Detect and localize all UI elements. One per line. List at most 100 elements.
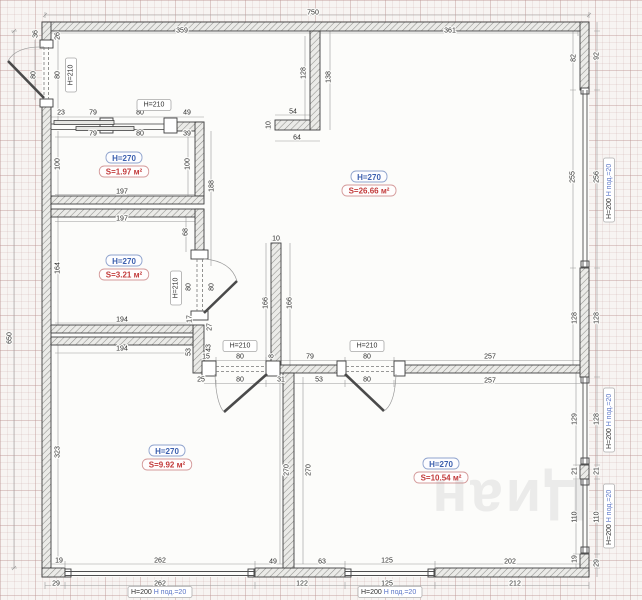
- door-entry-leaf: [7, 60, 45, 99]
- dim-label: 39: [183, 131, 191, 138]
- dim-label: 15: [202, 354, 210, 361]
- window-height-label: H=200 H под.=20: [606, 490, 613, 545]
- dim-label: 166: [263, 297, 270, 309]
- dim-label: 19: [572, 555, 579, 563]
- dim-label: 92: [594, 52, 601, 60]
- window-bottom-1: [65, 571, 255, 576]
- dim-label: 53: [186, 348, 193, 356]
- dim-label: 63: [318, 559, 326, 566]
- room-height-label: H=270: [429, 460, 453, 469]
- dim-label: 10: [266, 121, 273, 129]
- wall-sep-upper: [50, 324, 194, 334]
- dim-label: 53: [315, 377, 323, 384]
- dim-label: 100: [185, 158, 192, 170]
- dim-label: 8: [269, 354, 276, 358]
- door-entry-opening: [43, 47, 49, 99]
- wall-sep-lower: [50, 336, 194, 346]
- dim-label: 80: [186, 283, 193, 291]
- wall-stub: [270, 242, 282, 366]
- door-992-opening: [216, 366, 266, 372]
- door-height-box: [222, 340, 258, 352]
- dim-label: 64: [293, 135, 301, 142]
- dimension-lines: [11, 12, 600, 589]
- dim-label: 21: [594, 467, 601, 475]
- door-height-label: H=210: [68, 64, 75, 85]
- dim-label: 100: [55, 158, 62, 170]
- door-321-arc: [203, 258, 238, 282]
- dim-label: 21: [572, 467, 579, 475]
- door-992-leaf: [223, 373, 268, 413]
- dim-label: 194: [116, 317, 128, 324]
- dim-label: 80: [136, 131, 144, 138]
- room-area-label: S=9.92 м²: [149, 461, 186, 470]
- dim-label: 49: [269, 559, 277, 566]
- door-height-box: [349, 340, 385, 352]
- dim-label: 323: [55, 446, 62, 458]
- wall-band-right: [401, 364, 581, 374]
- door-height-label: H=210: [144, 102, 165, 109]
- door-992-arc: [214, 373, 225, 413]
- dim-label: 128: [301, 67, 308, 79]
- window-height-label: H=200 H под.=20: [606, 164, 613, 219]
- wall-L-vert: [309, 30, 321, 131]
- dim-label: 750: [307, 10, 319, 17]
- dim-label: 262: [154, 581, 166, 588]
- dim-label: 80: [55, 71, 62, 79]
- dim-label: 125: [381, 581, 393, 588]
- dim-label: 188: [209, 180, 216, 192]
- dim-label: 29: [594, 559, 601, 567]
- dim-label: 197: [116, 216, 128, 223]
- dim-label: 650: [7, 332, 14, 344]
- dim-label: 359: [176, 28, 188, 35]
- dim-label: 10: [272, 236, 280, 243]
- room-area-label: S=26.66 м²: [349, 187, 390, 196]
- room-area-label: S=1.97 м²: [106, 168, 143, 177]
- door-height-label: H=210: [173, 277, 180, 298]
- wall-r197-right: [194, 121, 205, 197]
- window-height-label: H=200 H под.=20: [606, 394, 613, 449]
- dim-label: 256: [594, 171, 601, 183]
- room-area-box: [98, 165, 150, 178]
- wall-r197-bottom: [50, 195, 205, 205]
- room-height-box: [105, 151, 143, 164]
- room-height-label: H=270: [112, 154, 136, 163]
- dim-label: 197: [116, 189, 128, 196]
- dim-label: 164: [55, 262, 62, 274]
- dim-label: 80: [31, 71, 38, 79]
- room-area-label: S=10.54 м²: [421, 474, 462, 483]
- dim-label: 270: [306, 464, 313, 476]
- window-height-box: [603, 157, 615, 223]
- dim-label: 80: [236, 354, 244, 361]
- wall-step: [192, 324, 205, 374]
- dim-label: 262: [154, 558, 166, 565]
- wall-L-horiz: [274, 119, 311, 131]
- room-height-label: H=270: [155, 447, 179, 456]
- door-height-box: [170, 270, 182, 306]
- room-area-label: S=3.21 м²: [106, 271, 143, 280]
- room-area-box: [98, 268, 150, 281]
- window-height-box: [127, 586, 193, 598]
- dim-label: 17: [187, 315, 194, 323]
- wall-right-3: [579, 464, 590, 480]
- dim-label: 79: [89, 131, 97, 138]
- dim-label: 43: [206, 344, 213, 352]
- dim-label: 80: [136, 110, 144, 117]
- dim-label: 257: [484, 354, 496, 361]
- dim-label: 80: [363, 354, 371, 361]
- door-height-label: H=210: [357, 343, 378, 350]
- window-height-box: [603, 483, 615, 549]
- dim-label: 27: [207, 323, 214, 331]
- wall-top: [41, 21, 590, 32]
- door-1054-opening: [346, 366, 394, 372]
- dim-label: 125: [381, 558, 393, 565]
- dim-label: 82: [571, 54, 578, 62]
- door-1054-arc: [383, 373, 397, 412]
- door-height-box: [65, 57, 77, 93]
- wall-right-1: [579, 21, 590, 91]
- doors: [7, 46, 397, 413]
- door-321-leaf: [203, 280, 238, 314]
- dim-label: 122: [296, 581, 308, 588]
- room-height-label: H=270: [112, 257, 136, 266]
